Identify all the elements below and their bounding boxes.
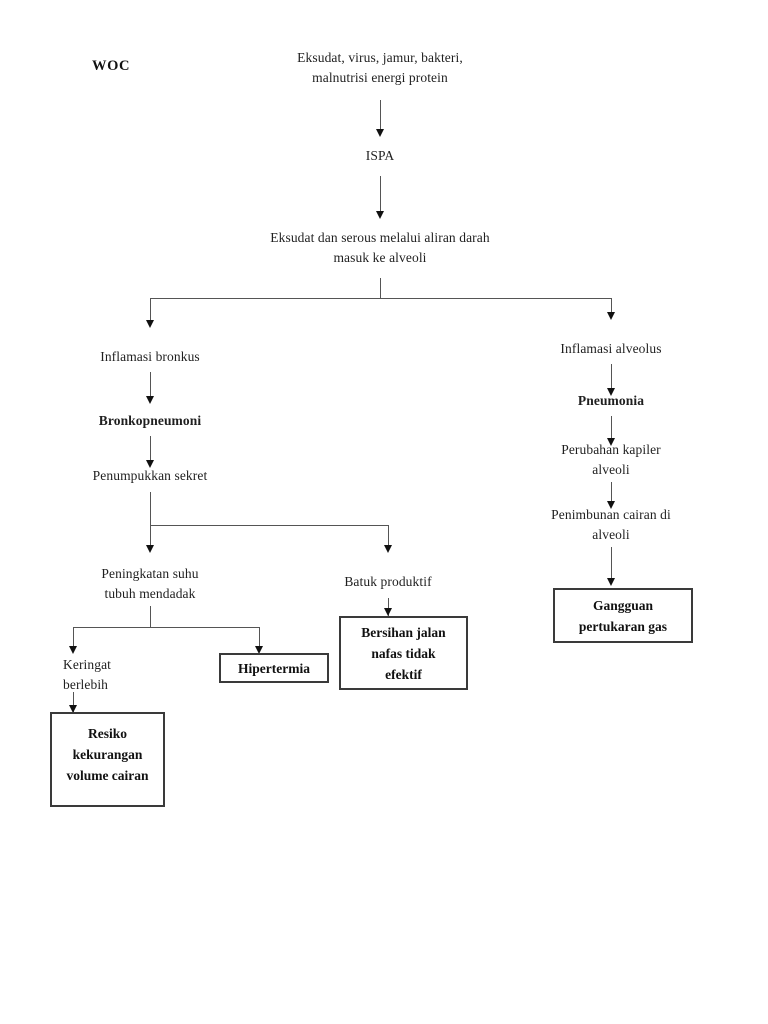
split2-left-arrowhead xyxy=(146,545,154,553)
split1-left-arrowhead xyxy=(146,320,154,328)
split3-left-drop xyxy=(73,627,74,648)
split3-right-drop xyxy=(259,627,260,648)
edge-n16-n17-line xyxy=(611,547,612,580)
node-eksudat-serous-aliran-darah: Eksudat dan serous melalui aliran darah … xyxy=(270,230,490,265)
node-gangguan-pertukaran-gas-box: Gangguan pertukaran gas xyxy=(553,588,693,643)
edge-n9-n12-line xyxy=(73,692,74,712)
edge-n4-n5-arrowhead xyxy=(146,396,154,404)
node-resiko-kekurangan-volume-cairan-box: Resiko kekurangan volume cairan xyxy=(50,712,165,807)
split2-bar xyxy=(150,525,388,526)
node-hipertermia-box: Hipertermia xyxy=(219,653,329,683)
node-peningkatan-suhu-tubuh: Peningkatan suhu tubuh mendadak xyxy=(101,566,199,601)
edge-n1-n2-line xyxy=(380,100,381,132)
node-ispa: ISPA xyxy=(365,148,395,163)
edge-n9-n12-arrowhead xyxy=(69,705,77,713)
edge-n16-n17-arrowhead xyxy=(607,578,615,586)
edge-n5-n6-line xyxy=(150,436,151,462)
edge-n13-n14-line xyxy=(611,364,612,390)
split2-left-drop xyxy=(150,525,151,547)
node-bersihan-jalan-nafas-box: Bersihan jalan nafas tidak efektif xyxy=(339,616,468,690)
edge-n15-n16-arrowhead xyxy=(607,501,615,509)
node-penimbunan-cairan-alveoli: Penimbunan cairan di alveoli xyxy=(551,507,671,542)
edge-n15-n16-line xyxy=(611,482,612,504)
edge-n8-n11-arrowhead xyxy=(384,608,392,616)
edge-n4-n5-line xyxy=(150,372,151,398)
edge-n2-n3-arrowhead xyxy=(376,211,384,219)
split2-right-arrowhead xyxy=(384,545,392,553)
split3-stem xyxy=(150,606,151,627)
split3-right-arrowhead xyxy=(255,646,263,654)
edge-n5-n6-arrowhead xyxy=(146,460,154,468)
edge-n8-n11-line xyxy=(388,598,389,616)
node-keringat-berlebih: Keringat berlebih xyxy=(63,657,112,692)
node-inflamasi-alveolus: Inflamasi alveolus xyxy=(560,341,662,356)
split1-right-arrowhead xyxy=(607,312,615,320)
edge-n14-n15-line xyxy=(611,416,612,441)
node-eksudat-virus-jamur-bakteri: Eksudat, virus, jamur, bakteri, malnutri… xyxy=(297,50,463,85)
edge-n14-n15-arrowhead xyxy=(607,438,615,446)
split1-right-drop xyxy=(611,298,612,314)
split2-stem xyxy=(150,492,151,525)
page-title: WOC xyxy=(92,58,131,74)
split3-left-arrowhead xyxy=(69,646,77,654)
node-perubahan-kapiler-alveoli: Perubahan kapiler alveoli xyxy=(561,442,661,477)
split1-left-drop xyxy=(150,298,151,322)
edge-n1-n2-arrowhead xyxy=(376,129,384,137)
split1-bar xyxy=(150,298,612,299)
split3-bar xyxy=(73,627,260,628)
node-pneumonia: Pneumonia xyxy=(577,393,645,408)
node-batuk-produktif: Batuk produktif xyxy=(344,574,432,589)
node-inflamasi-bronkus: Inflamasi bronkus xyxy=(100,349,200,364)
node-bronkopneumoni: Bronkopneumoni xyxy=(98,413,202,428)
split2-right-drop xyxy=(388,525,389,547)
edge-n2-n3-line xyxy=(380,176,381,213)
split1-stem xyxy=(380,278,381,298)
node-penumpukkan-sekret: Penumpukkan sekret xyxy=(92,468,208,483)
edge-n13-n14-arrowhead xyxy=(607,388,615,396)
